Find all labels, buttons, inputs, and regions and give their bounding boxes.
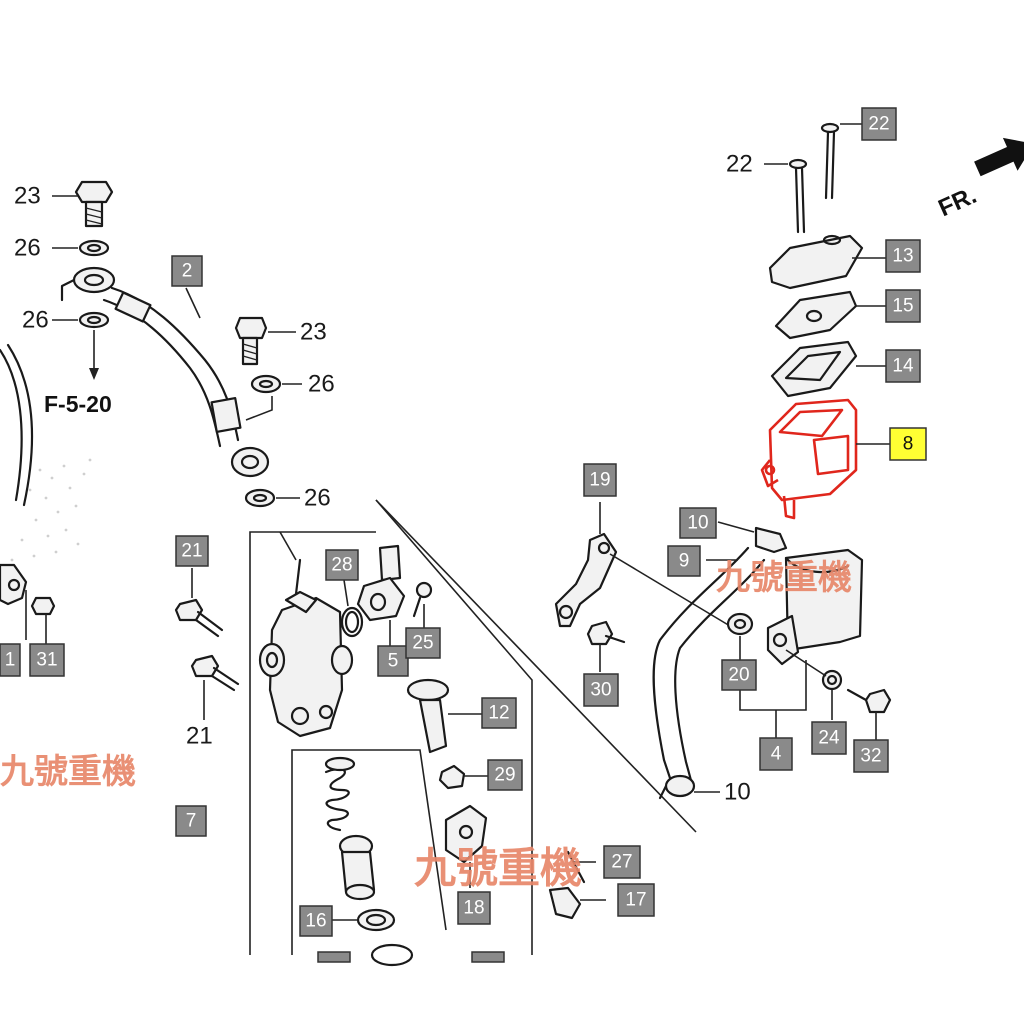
svg-text:26: 26	[304, 485, 331, 512]
watermark-right: 九號重機	[716, 558, 852, 598]
spring	[324, 756, 356, 832]
svg-text:1: 1	[5, 650, 16, 671]
svg-text:24: 24	[818, 728, 840, 749]
callout-19: 19	[583, 463, 617, 497]
callout-1: 1	[0, 643, 21, 677]
callout-31: 31	[29, 643, 65, 677]
callout-20: 20	[721, 659, 757, 691]
svg-text:5: 5	[388, 651, 399, 672]
callout-30: 30	[583, 673, 619, 707]
svg-text:4: 4	[771, 744, 782, 765]
svg-text:30: 30	[590, 680, 611, 701]
callout-10: 10	[679, 507, 717, 539]
svg-text:2: 2	[182, 261, 193, 282]
plain-labels: 23 26 26 23 26 26 21 10 22 F-5-20	[14, 151, 753, 806]
svg-text:28: 28	[331, 555, 352, 576]
svg-text:13: 13	[892, 246, 913, 267]
svg-text:23: 23	[14, 183, 41, 210]
watermarks: 九號重機 九號重機 九號重機	[0, 558, 852, 893]
watermark-center: 九號重機	[414, 844, 582, 893]
svg-text:14: 14	[892, 356, 914, 377]
callout-2: 2	[171, 255, 203, 287]
svg-text:31: 31	[36, 650, 57, 671]
callout-17: 17	[617, 883, 655, 917]
callout-27: 27	[603, 845, 641, 879]
direction-label: FR.	[934, 182, 980, 222]
callout-boxes: 2 7 21 28 5 25 12 29 16 18 27 17 19 9 10…	[0, 107, 921, 963]
svg-text:29: 29	[494, 765, 515, 786]
svg-text:26: 26	[308, 371, 335, 398]
callout-8-highlighted[interactable]: 8	[889, 427, 927, 461]
svg-text:10: 10	[724, 779, 751, 806]
callout-13: 13	[885, 239, 921, 273]
reference-label: F-5-20	[44, 391, 112, 417]
svg-text:21: 21	[181, 541, 202, 562]
svg-text:26: 26	[22, 307, 49, 334]
svg-text:21: 21	[186, 723, 213, 750]
callout-32: 32	[853, 739, 889, 773]
svg-text:9: 9	[679, 551, 690, 572]
fr-arrow	[974, 137, 1024, 177]
callout-21: 21	[175, 535, 209, 567]
svg-text:10: 10	[687, 513, 708, 534]
svg-text:15: 15	[892, 296, 913, 317]
callout-16: 16	[299, 905, 333, 937]
callout-22-boxed: 22	[861, 107, 897, 141]
callout-28: 28	[325, 549, 359, 581]
watermark-left: 九號重機	[0, 752, 136, 792]
svg-text:17: 17	[625, 890, 646, 911]
callout-29: 29	[487, 759, 523, 791]
svg-text:12: 12	[488, 703, 509, 724]
svg-text:23: 23	[300, 319, 327, 346]
svg-text:32: 32	[860, 746, 881, 767]
callout-15: 15	[885, 289, 921, 323]
callout-4: 4	[759, 737, 793, 771]
svg-text:8: 8	[903, 434, 914, 455]
master-cylinder-group	[174, 499, 697, 967]
svg-text:18: 18	[463, 898, 484, 919]
callout-9: 9	[667, 545, 701, 577]
reservoir-8-highlight	[760, 398, 890, 520]
svg-text:22: 22	[726, 151, 753, 178]
callout-18: 18	[457, 891, 491, 925]
svg-text:7: 7	[186, 811, 197, 832]
svg-text:20: 20	[728, 665, 749, 686]
svg-text:19: 19	[589, 470, 610, 491]
reservoir-hose-group	[554, 502, 892, 800]
reservoir-stack	[760, 122, 1024, 520]
left-edge-parts	[0, 343, 92, 644]
callout-24: 24	[811, 721, 847, 755]
svg-text:27: 27	[611, 852, 632, 873]
svg-text:26: 26	[14, 235, 41, 262]
callout-14: 14	[885, 349, 921, 383]
callout-5: 5	[377, 645, 409, 677]
svg-text:22: 22	[868, 114, 889, 135]
callout-12: 12	[481, 697, 517, 729]
svg-text:16: 16	[305, 911, 326, 932]
brake-hose-assembly	[52, 180, 302, 508]
callout-25: 25	[405, 627, 441, 659]
svg-text:25: 25	[412, 633, 433, 654]
callout-7: 7	[175, 805, 207, 837]
